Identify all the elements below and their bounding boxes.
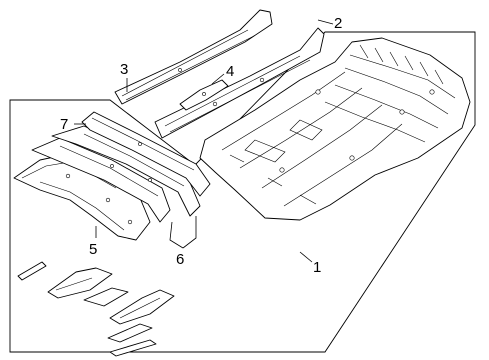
- upper-sill-part: [114, 9, 273, 105]
- callout-4: 4: [211, 63, 234, 85]
- callout-label: 5: [89, 241, 97, 258]
- small-brackets: [17, 261, 175, 357]
- callout-label: 2: [334, 15, 342, 32]
- callout-7: 7: [60, 116, 86, 133]
- callout-label: 1: [313, 259, 321, 276]
- callout-label: 3: [120, 61, 128, 78]
- reinforcement-part: [179, 79, 229, 111]
- callout-1: 1: [299, 251, 321, 276]
- side-sill-part: [154, 27, 325, 139]
- callout-6: 6: [169, 216, 197, 268]
- callout-label: 4: [226, 63, 234, 80]
- callout-2: 2: [317, 15, 342, 32]
- floor-pan-part: [199, 37, 471, 221]
- callout-label: 6: [176, 251, 184, 268]
- callout-label: 7: [60, 116, 68, 133]
- rear-crossmember-part: [81, 111, 211, 197]
- callout-5: 5: [89, 226, 97, 258]
- callout-3: 3: [120, 61, 128, 92]
